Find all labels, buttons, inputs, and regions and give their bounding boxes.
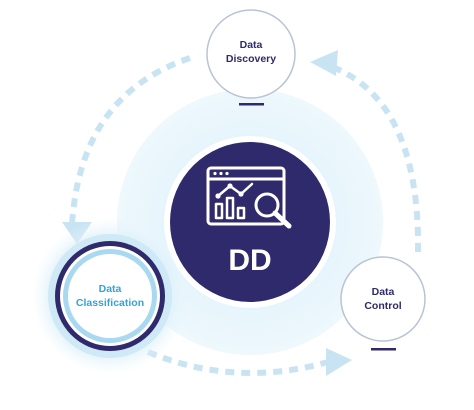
node-data-control-line2: Control [364, 300, 401, 312]
arrow-classification-to-control [146, 348, 352, 376]
node-data-discovery-line1: Data [240, 39, 263, 51]
center-label: DD [228, 244, 271, 277]
node-data-control: Data Control [340, 256, 426, 351]
node-data-discovery-underline [239, 103, 264, 106]
node-data-discovery-line2: Discovery [226, 53, 276, 65]
center-node: DD [164, 136, 336, 308]
node-data-classification: Data Classification [32, 218, 188, 374]
node-data-control-underline [371, 348, 396, 351]
node-data-discovery: Data Discovery [206, 9, 296, 106]
arrow-control-to-discovery [310, 50, 422, 253]
center-node-disc [170, 142, 330, 302]
node-data-classification-line1: Data [99, 283, 122, 295]
node-data-control-line1: Data [372, 286, 395, 298]
analytics-dashboard-magnifier-icon [206, 166, 292, 229]
arrowhead-bottom-icon [326, 348, 352, 376]
node-data-classification-line2: Classification [76, 297, 144, 309]
node-data-classification-circle [68, 254, 152, 338]
node-data-control-circle [340, 256, 426, 342]
arrowhead-top-icon [310, 50, 338, 76]
node-data-discovery-circle [206, 9, 296, 99]
